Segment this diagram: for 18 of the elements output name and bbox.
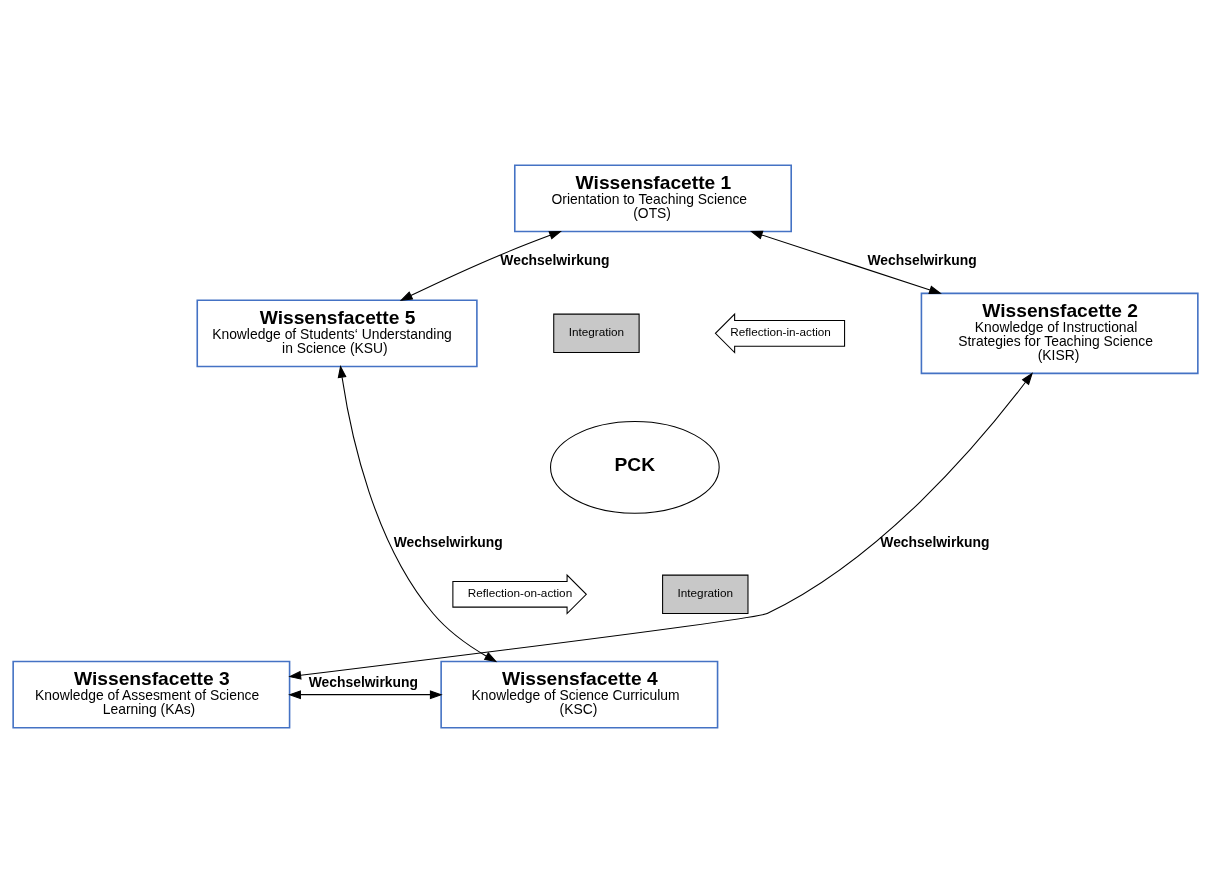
edge-label: Wechselwirkung	[880, 533, 990, 550]
node-box: Wissensfacette 4 Knowledge of Science Curriculum (KSC)	[440, 660, 719, 729]
edge-label: Wechselwirkung	[867, 251, 977, 268]
arrow	[337, 364, 498, 663]
edge-label: Wechselwirkung	[500, 251, 610, 268]
node-ellipse: PCK	[550, 420, 720, 514]
arrow	[749, 230, 942, 295]
node-box: Wissensfacette 5 Knowledge of Students‘ Understanding in Science (KSU)	[196, 299, 478, 368]
node-box: Wissensfacette 2 Knowledge of Instructional Strategies for Teaching Science (KISR)	[920, 292, 1199, 375]
node-box: Wissensfacette 3 Knowledge of Assesment of Science Learning (KAs)	[12, 660, 291, 729]
node-box: Integration	[553, 313, 640, 354]
edge-label: Wechselwirkung	[393, 533, 503, 550]
arrow	[288, 372, 1033, 680]
arrow	[399, 230, 562, 301]
edge-label: Wechselwirkung	[308, 673, 418, 690]
arrow	[288, 690, 443, 700]
node-box: Integration	[662, 574, 749, 615]
node-box: Wissensfacette 1 Orientation to Teaching Science (OTS)	[514, 164, 792, 233]
